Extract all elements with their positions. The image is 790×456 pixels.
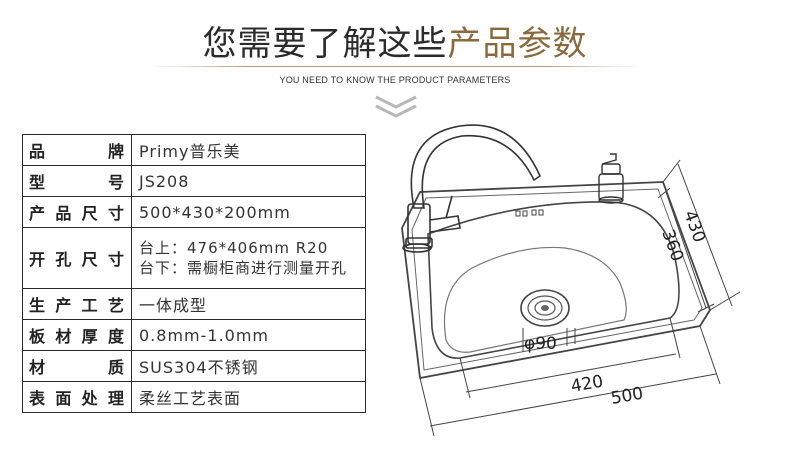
soap-dispenser-icon xyxy=(598,153,624,204)
spec-row-process: 生产工艺 一体成型 xyxy=(22,288,366,320)
spec-label: 生产工艺 xyxy=(22,288,132,320)
spec-value: SUS304不锈钢 xyxy=(131,350,366,382)
spec-label: 品 牌 xyxy=(22,134,132,166)
spec-value-line2: 台下：需橱柜商进行测量开孔 xyxy=(139,259,348,277)
spec-value: 500*430*200mm xyxy=(131,196,366,228)
spec-label: 开孔尺寸 xyxy=(22,227,132,289)
title-part-2: 产品参数 xyxy=(447,24,588,64)
depth-dimension-lines xyxy=(657,159,741,313)
spec-value-line1: 台上：476*406mm R20 xyxy=(139,239,329,257)
double-chevron-down-icon xyxy=(375,95,417,118)
spec-value: 柔丝工艺表面 xyxy=(131,381,366,413)
overflow-holes-icon xyxy=(515,209,544,217)
sink-line-drawing: 430 360 420 500 φ90 xyxy=(401,124,741,437)
width-inner-label: 420 xyxy=(569,372,604,397)
page-title: 您需要了解这些产品参数 xyxy=(0,16,790,65)
spec-row-size: 产品尺寸 500*430*200mm xyxy=(22,196,366,228)
spec-row-model: 型 号 JS208 xyxy=(22,165,366,197)
spec-value: JS208 xyxy=(131,165,366,197)
spec-value: 台上：476*406mm R20 台下：需橱柜商进行测量开孔 xyxy=(131,227,366,289)
width-dimension-lines xyxy=(419,317,721,437)
title-divider xyxy=(150,66,640,67)
depth-inner-label: 360 xyxy=(657,227,687,264)
faucet-icon xyxy=(402,124,542,253)
spec-label: 材 质 xyxy=(22,350,132,382)
title-part-1: 您需要了解这些 xyxy=(202,24,448,64)
spec-value: Primy普乐美 xyxy=(131,134,366,166)
sink-rim-inner-edge xyxy=(411,188,703,371)
spec-row-brand: 品 牌 Primy普乐美 xyxy=(22,134,366,166)
spec-label: 表面处理 xyxy=(22,381,132,413)
spec-label: 型 号 xyxy=(22,165,132,197)
spec-row-surface: 表面处理 柔丝工艺表面 xyxy=(22,381,366,413)
spec-value: 0.8mm-1.0mm xyxy=(131,319,366,351)
page-subtitle: YOU NEED TO KNOW THE PRODUCT PARAMETERS xyxy=(279,75,511,85)
spec-value: 一体成型 xyxy=(131,288,366,320)
width-outer-label: 500 xyxy=(609,384,644,409)
spec-row-cutout: 开孔尺寸 台上：476*406mm R20 台下：需橱柜商进行测量开孔 xyxy=(22,227,366,289)
spec-label: 板材厚度 xyxy=(22,319,132,351)
sink-bowl-floor xyxy=(443,246,627,353)
spec-row-material: 材 质 SUS304不锈钢 xyxy=(22,350,366,382)
spec-row-thickness: 板材厚度 0.8mm-1.0mm xyxy=(22,319,366,351)
drain-diameter-label: φ90 xyxy=(524,334,557,354)
spec-label: 产品尺寸 xyxy=(22,196,132,228)
drain-icon xyxy=(520,289,570,327)
spec-table: 品 牌 Primy普乐美 型 号 JS208 产品尺寸 500*430*200m… xyxy=(22,134,366,413)
sink-bowl xyxy=(427,201,680,359)
